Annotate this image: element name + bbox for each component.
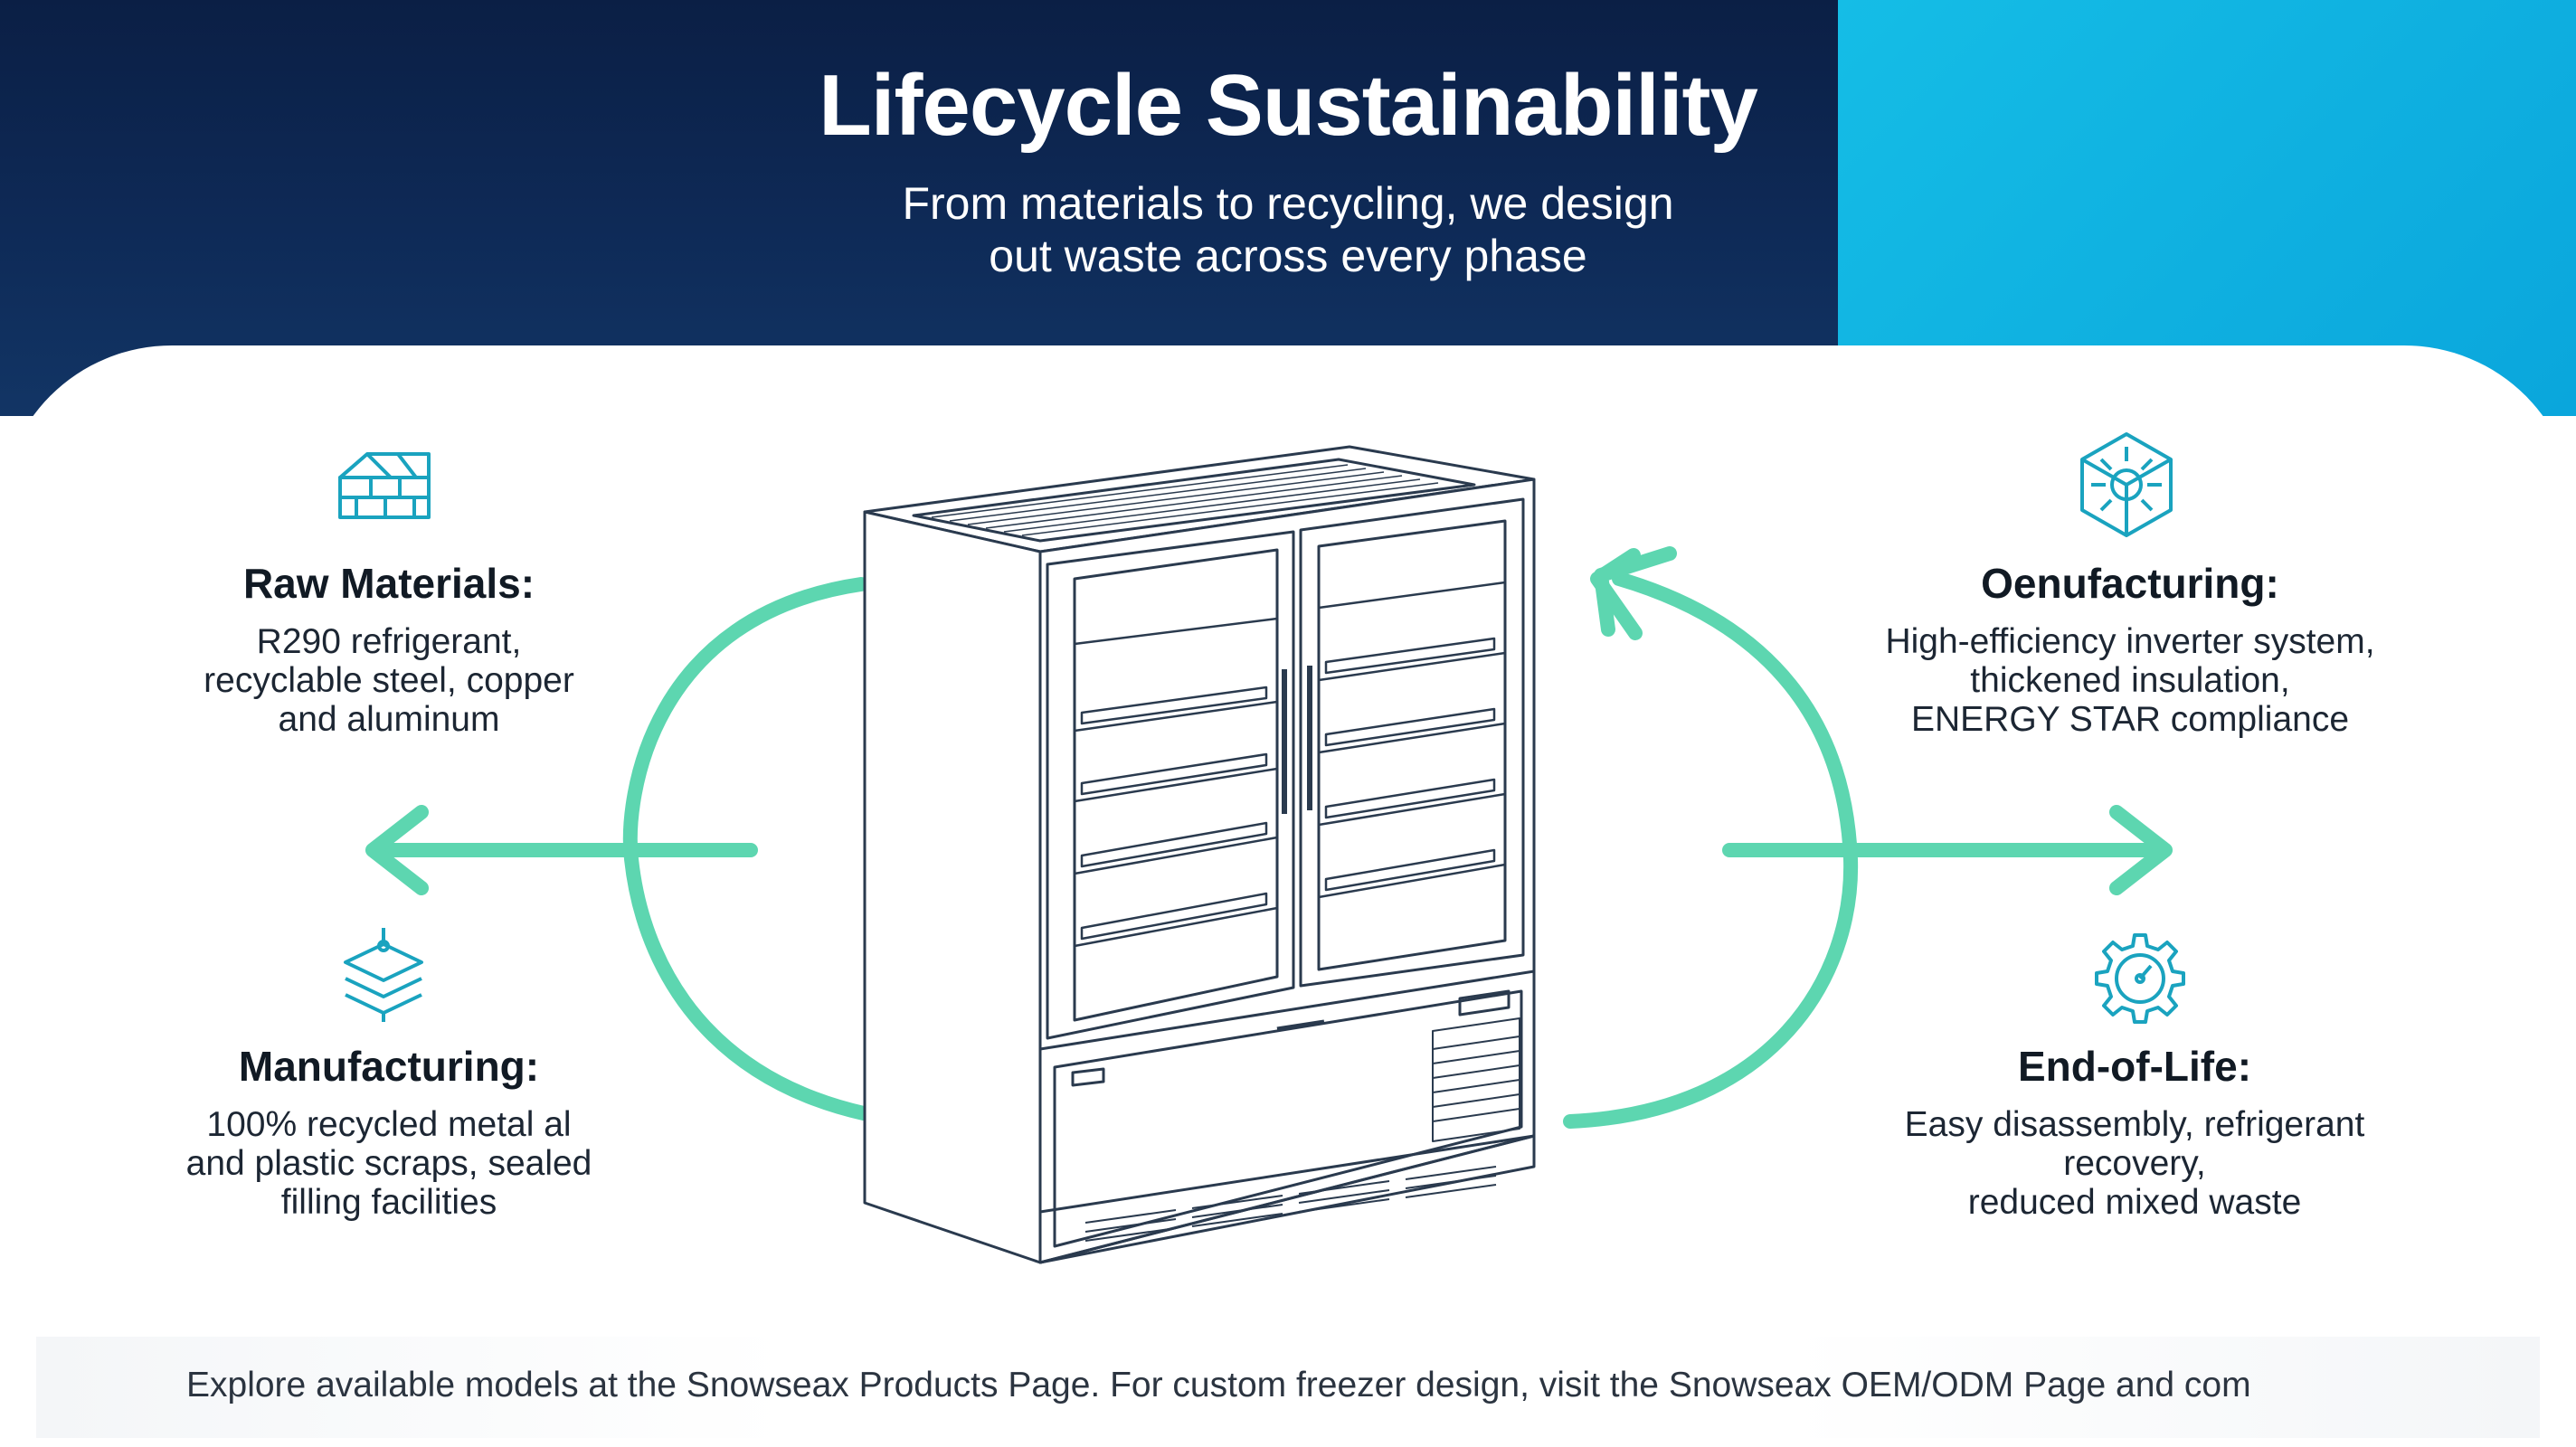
side-vent [1432, 1017, 1520, 1142]
phase-line: recovery, [2063, 1144, 2206, 1183]
phase-line: R290 refrigerant, [256, 622, 522, 661]
stacked-materials-icon [338, 452, 431, 519]
subtitle-line: out waste across every phase [989, 231, 1587, 281]
phase-title: Manufacturing: [238, 1043, 540, 1090]
layers-icon [344, 928, 423, 1022]
phase-title: Raw Materials: [242, 560, 535, 607]
phase-line: thickened insulation, [1970, 661, 2290, 700]
phase-line: Easy disassembly, refrigerant [1904, 1105, 2365, 1144]
kick-vent [1084, 1166, 1497, 1242]
phase-title: End-of-Life: [2017, 1043, 2252, 1090]
page-subtitle: From materials to recycling, we design o… [881, 177, 1695, 282]
left-shelves [1074, 617, 1278, 948]
phase-line: filling facilities [280, 1183, 497, 1222]
phase-end-of-life: End-of-Life: Easy disassembly, refrigera… [1863, 1042, 2406, 1222]
phase-raw-materials: Raw Materials: R290 refrigerant, recycla… [136, 559, 642, 739]
top-vent [931, 464, 1439, 536]
phase-operation: Oenufacturing: High-efficiency inverter … [1836, 559, 2424, 739]
phase-line: 100% recycled metal al [206, 1105, 572, 1144]
gear-gauge-icon [2095, 933, 2185, 1024]
subtitle-line: From materials to recycling, we design [902, 178, 1674, 229]
cycle-arrows [365, 546, 2173, 1179]
phase-manufacturing: Manufacturing: 100% recycled metal al an… [118, 1042, 660, 1222]
phase-line: High-efficiency inverter system, [1885, 622, 2375, 661]
sun-hexagon-icon [2080, 432, 2173, 537]
phase-line: ENERGY STAR compliance [1910, 700, 2350, 739]
footer-band [36, 1337, 2540, 1438]
phase-line: and plastic scraps, sealed [185, 1144, 592, 1183]
left-horizontal-arrowhead [365, 805, 429, 895]
phase-line: and aluminum [278, 700, 500, 739]
phase-line: recyclable steel, copper [204, 661, 574, 700]
phase-title: Oenufacturing: [1981, 560, 2279, 607]
freezer-illustration [863, 445, 1536, 1264]
right-horizontal-arrowhead [2109, 805, 2173, 895]
right-cycle-arrowhead-tip [1594, 546, 1677, 637]
page-title: Lifecycle Sustainability [819, 57, 1758, 154]
footer-note: Explore available models at the Snowseax… [186, 1366, 2251, 1404]
right-cycle-arc [1563, 572, 1859, 1129]
phase-line: reduced mixed waste [1967, 1183, 2302, 1222]
left-cycle-arc [622, 577, 975, 1132]
right-shelves [1318, 581, 1506, 899]
